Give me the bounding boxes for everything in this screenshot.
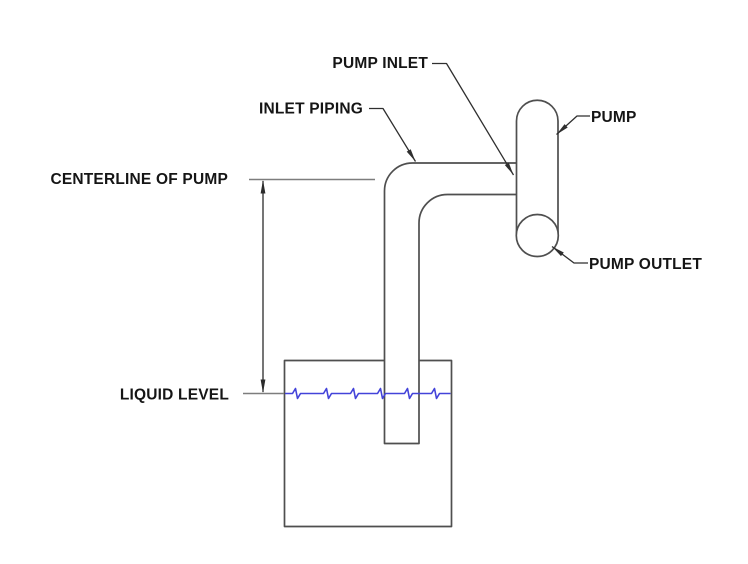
pump-leader-line — [556, 115, 590, 135]
pump-label: PUMP — [591, 109, 637, 126]
height-dimension — [243, 178, 375, 395]
pump-outlet-label: PUMP OUTLET — [589, 256, 702, 273]
inlet-piping-label: INLET PIPING — [259, 101, 363, 118]
inlet-piping-callout: INLET PIPING — [259, 101, 417, 162]
inlet-piping-arrowhead-icon — [406, 149, 416, 162]
inlet-piping-leader-line — [369, 107, 417, 162]
pump-outlet-leader-line — [551, 245, 588, 264]
pump-outlet-callout: PUMP OUTLET — [551, 245, 702, 273]
pump-arrowhead-icon — [556, 124, 568, 135]
dimension-down-arrowhead-icon — [260, 379, 266, 393]
inlet-pipe — [383, 162, 518, 445]
pump-body — [515, 99, 559, 236]
liquid-level-label: LIQUID LEVEL — [120, 387, 229, 404]
tank-outline — [283, 359, 453, 528]
inlet-pipe-outline — [383, 162, 518, 445]
pump-callout: PUMP — [556, 109, 637, 135]
pump-inlet-arrowhead-icon — [504, 162, 514, 175]
pump — [515, 99, 560, 258]
pump-inlet-leader-line — [432, 62, 515, 176]
liquid-level-line — [285, 387, 451, 400]
tank — [283, 359, 453, 528]
pump-inlet-label: PUMP INLET — [332, 55, 428, 72]
pump-inlet-callout: PUMP INLET — [332, 55, 515, 176]
centerline-of-pump-label: CENTERLINE OF PUMP — [50, 171, 228, 188]
dimension-up-arrowhead-icon — [260, 180, 266, 194]
liquid-level — [285, 387, 451, 400]
pump-outlet-port — [515, 213, 560, 258]
pump-outlet-arrowhead-icon — [552, 246, 564, 257]
